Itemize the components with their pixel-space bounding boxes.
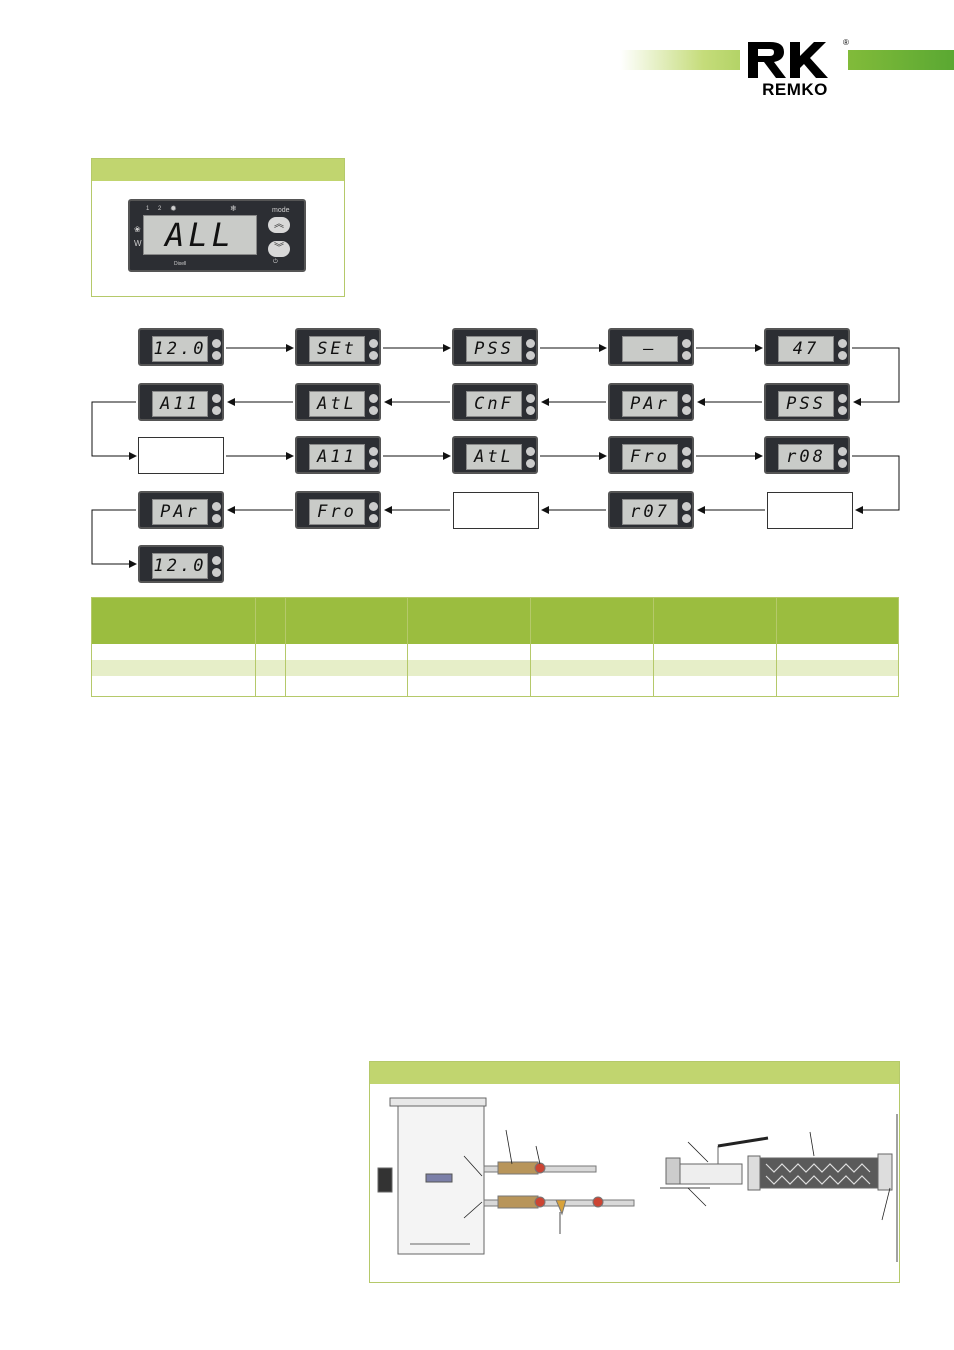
flow-lcd: AtL — [466, 444, 522, 470]
table-header — [92, 598, 898, 644]
flow-panel-r5c1: 12.0 — [138, 545, 224, 583]
dixell-brand: Dixell — [174, 261, 187, 267]
up-button[interactable]: ︽ — [268, 217, 290, 233]
flow-lcd: PAr — [622, 391, 678, 417]
table-row — [92, 644, 898, 660]
flow-panel-r4c4: r07 — [608, 491, 694, 529]
col-sep — [255, 598, 256, 696]
parameter-table — [91, 597, 899, 697]
pipe-connections-icon — [483, 1161, 635, 1216]
flow-arrows — [91, 344, 900, 568]
installation-figure — [369, 1061, 900, 1283]
col-sep — [407, 598, 408, 696]
flow-lcd: – — [622, 336, 678, 362]
registered-mark: ® — [843, 38, 849, 47]
flow-lcd: SEt — [309, 336, 365, 362]
flow-panel-r1c3: PSS — [452, 328, 538, 366]
flow-panel-r2c2: AtL — [295, 383, 381, 421]
flow-lcd: 47 — [778, 336, 834, 362]
flow-lcd: A11 — [309, 444, 365, 470]
flow-blank-box — [453, 492, 539, 529]
flow-panel-r3c5: r08 — [764, 436, 850, 474]
compressor-icon: ✹ — [170, 204, 177, 213]
installation-drawing — [377, 1097, 898, 1262]
brand-logo — [740, 38, 848, 102]
flow-lcd: 12.0 — [152, 553, 208, 579]
flow-blank-box — [767, 492, 853, 529]
flow-panel-r1c2: SEt — [295, 328, 381, 366]
col-sep — [776, 598, 777, 696]
flow-panel-r2c5: PSS — [764, 383, 850, 421]
flow-lcd: PSS — [466, 336, 522, 362]
down-button[interactable]: ︾ — [268, 241, 290, 257]
defrost-icon: ❄ — [230, 204, 237, 213]
flow-lcd: r08 — [778, 444, 834, 470]
flow-panel-r4c1: PAr — [138, 491, 224, 529]
col-sep — [653, 598, 654, 696]
flow-lcd: PAr — [152, 499, 208, 525]
flow-panel-r2c1: A11 — [138, 383, 224, 421]
flow-lcd: 12.0 — [152, 336, 208, 362]
flow-lcd: Fro — [622, 444, 678, 470]
col-sep — [530, 598, 531, 696]
flow-panel-r3c2: A11 — [295, 436, 381, 474]
flow-lcd: PSS — [778, 391, 834, 417]
flow-panel-r1c5: 47 — [764, 328, 850, 366]
flow-panel-r2c4: PAr — [608, 383, 694, 421]
controller-panel: 1 2 ✹ ❄ mode ❀ W ALL ︽ ︾ ⏻ Dixell — [128, 199, 306, 272]
lcd-text: ALL — [165, 216, 235, 254]
indicator-2: 2 — [158, 206, 162, 212]
flow-panel-r3c4: Fro — [608, 436, 694, 474]
flow-blank-box — [138, 437, 224, 474]
rk-logo-icon — [748, 42, 828, 78]
main-lcd: ALL — [143, 215, 257, 255]
unit-housing-icon — [377, 1097, 487, 1255]
flow-lcd: A11 — [152, 391, 208, 417]
figure-caption-bar — [92, 159, 344, 181]
flow-panel-r1c1: 12.0 — [138, 328, 224, 366]
table-row — [92, 660, 898, 676]
brand-name: REMKO — [762, 80, 828, 99]
flow-panel-r1c4: – — [608, 328, 694, 366]
col-sep — [285, 598, 286, 696]
flow-lcd: Fro — [309, 499, 365, 525]
controller-figure: 1 2 ✹ ❄ mode ❀ W ALL ︽ ︾ ⏻ Dixell — [91, 158, 345, 297]
flow-panel-r3c3: AtL — [452, 436, 538, 474]
fan-icon: ❀ — [134, 225, 141, 234]
indicator-1: 1 — [146, 206, 150, 212]
set-icon: ⏻ — [273, 259, 278, 265]
mode-label: mode — [272, 207, 290, 214]
table-row — [92, 676, 898, 696]
valve-hose-detail-icon — [660, 1114, 898, 1262]
flow-lcd: CnF — [466, 391, 522, 417]
alarm-icon: W — [134, 239, 142, 248]
flow-panel-r2c3: CnF — [452, 383, 538, 421]
figure-caption-bar — [370, 1062, 899, 1084]
flow-lcd: r07 — [622, 499, 678, 525]
flow-panel-r4c2: Fro — [295, 491, 381, 529]
flow-lcd: AtL — [309, 391, 365, 417]
